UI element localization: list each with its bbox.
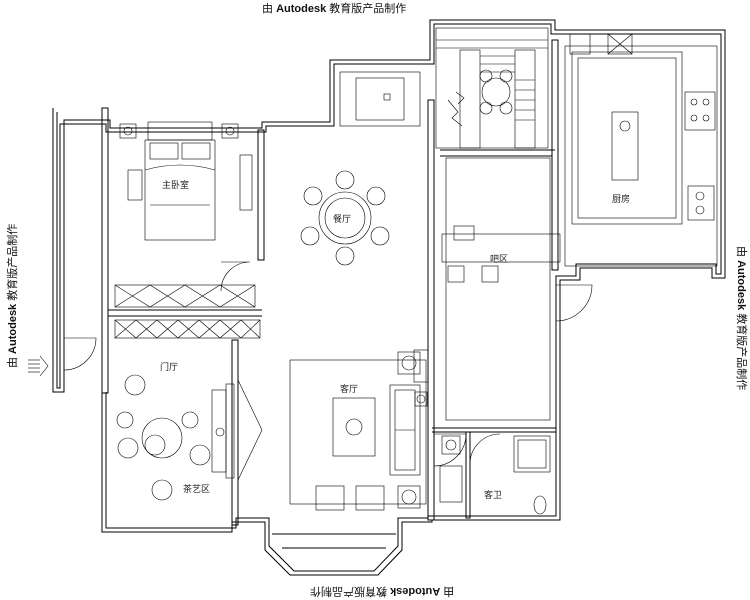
wardrobes xyxy=(114,284,261,339)
label-foyer: 门厅 xyxy=(160,361,178,373)
label-master-bedroom: 主卧室 xyxy=(162,179,189,191)
master-bedroom: 主卧室 xyxy=(119,121,253,241)
exterior-walls xyxy=(52,19,726,576)
label-dining: 餐厅 xyxy=(333,213,351,225)
label-living: 客厅 xyxy=(340,383,358,395)
label-kitchen: 厨房 xyxy=(612,193,630,205)
entrance-arrow-icon xyxy=(28,355,49,377)
living-room: 客厅 xyxy=(289,351,427,511)
dining-area: 餐厅 xyxy=(300,170,390,266)
bar-area: 吧区 xyxy=(413,157,561,421)
doors xyxy=(63,261,593,467)
guest-bathroom: 客卫 xyxy=(439,435,551,515)
watermark-top: 由 Autodesk 教育版产品制作 xyxy=(262,3,407,15)
label-bar: 吧区 xyxy=(490,254,508,265)
north-cabinet xyxy=(339,71,421,127)
foyer-tea-area: 门厅 茶艺区 xyxy=(116,361,263,501)
label-guest-bath: 客卫 xyxy=(484,489,502,501)
staircase xyxy=(435,27,549,149)
label-tea: 茶艺区 xyxy=(183,483,210,495)
kitchen: 厨房 xyxy=(564,33,718,267)
interior-walls xyxy=(101,39,559,526)
